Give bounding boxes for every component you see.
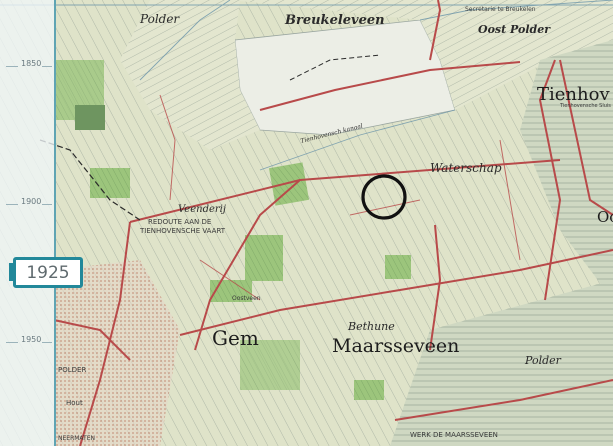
timeline-slider[interactable]: 1850 1900 1950 xyxy=(0,0,56,446)
label-polder-top: Polder xyxy=(139,12,180,26)
label-secretarie: Secretarie te Breukelen xyxy=(465,6,536,13)
timeline-tick-label: 1850 xyxy=(21,59,42,68)
timeline-tick-1950: 1950 xyxy=(0,335,54,344)
label-oostveen: Oostveen xyxy=(232,295,261,302)
label-werk: WERK DE MAARSSEVEEN xyxy=(410,431,498,439)
label-tienhovensche-sluis: Tienhovensche Sluis xyxy=(559,103,611,109)
label-gem: Gem xyxy=(212,326,259,350)
label-oo: Oo xyxy=(597,208,613,226)
selected-year-handle[interactable]: 1925 xyxy=(13,257,83,288)
label-neermaten: NEERMATEN xyxy=(58,435,95,442)
label-polder-right: Polder xyxy=(524,354,562,367)
timeline-tick-label: 1900 xyxy=(21,197,42,206)
label-maarsseveen: Maarsseveen xyxy=(332,335,459,357)
label-redoute: REDOUTE AAN DE xyxy=(148,218,211,226)
timeline-handle-notch[interactable] xyxy=(9,263,13,281)
timeline-tick-1900: 1900 xyxy=(0,197,54,206)
label-tienhoven: Tienhov xyxy=(537,84,610,105)
label-oost-polder: Oost Polder xyxy=(478,23,551,36)
label-waterschap: Waterschap xyxy=(430,161,502,175)
label-hout: Hout xyxy=(66,399,83,407)
timeline-tick-1850: 1850 xyxy=(0,59,54,68)
label-polder-left: POLDER xyxy=(58,366,86,374)
circle-marker-icon[interactable] xyxy=(361,174,407,220)
label-veenderij: Veenderij xyxy=(178,204,226,215)
label-breukeleveen: Breukeleveen xyxy=(284,13,385,28)
label-tienhovensche-vaart: TIENHOVENSCHE VAART xyxy=(139,227,226,235)
label-bethune: Bethune xyxy=(347,320,395,333)
timeline-tick-label: 1950 xyxy=(21,335,42,344)
